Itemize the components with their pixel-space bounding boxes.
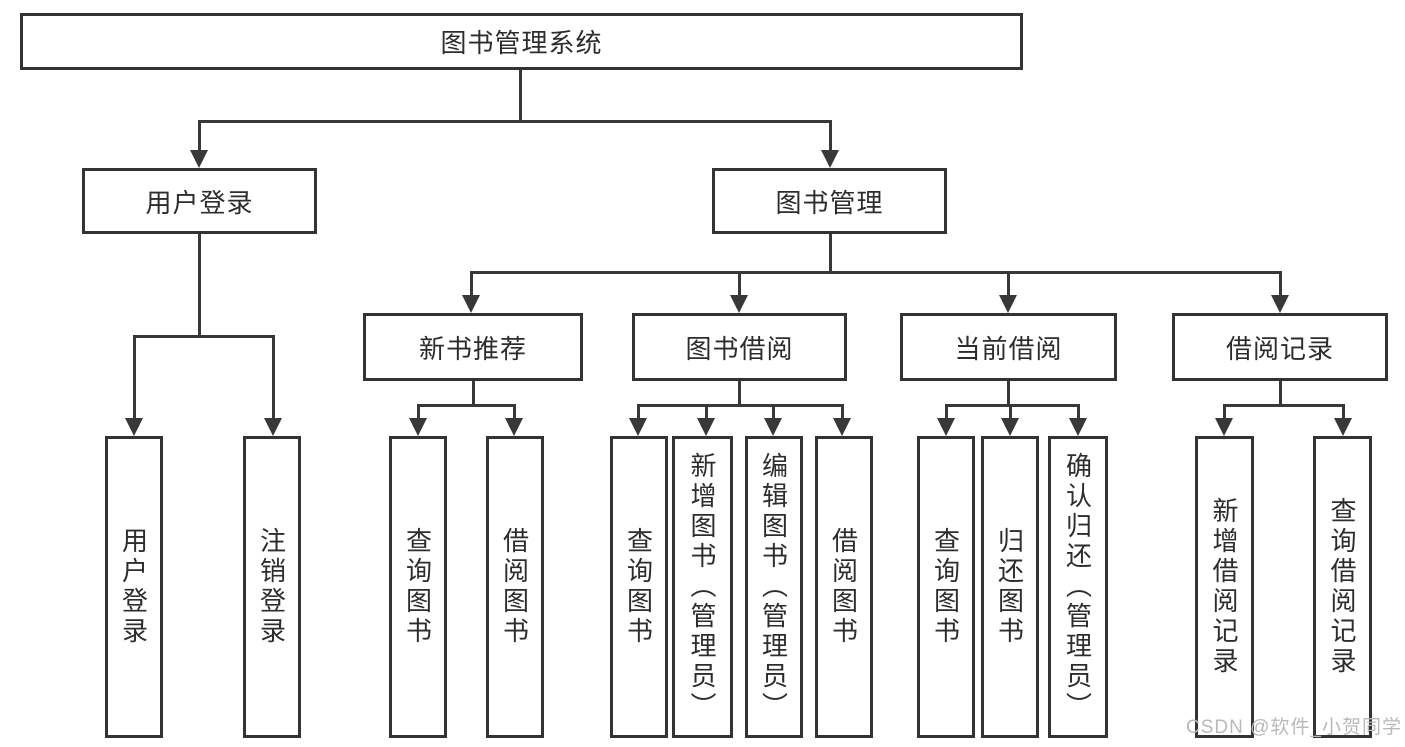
connector-bar [637, 404, 843, 407]
arrow-down-icon [1215, 418, 1233, 436]
node-label: 查询图书 [402, 527, 433, 647]
leaf-add-borrow-record: 新增借阅记录 [1195, 436, 1254, 738]
connector-root-stem [519, 69, 522, 122]
leaf-query-books-borrowing: 查询图书 [610, 436, 668, 738]
connector-stem [417, 404, 420, 422]
node-current-borrowing: 当前借阅 [900, 313, 1117, 381]
leaf-confirm-return-admin: 确认归还（管理员） [1048, 436, 1108, 738]
arrow-down-icon [764, 418, 782, 436]
node-book-management: 图书管理 [712, 168, 947, 234]
node-label: 注销登录 [256, 527, 287, 647]
connector-stem [1009, 404, 1012, 422]
node-label: 图书借阅 [685, 333, 794, 364]
node-label: 查询图书 [623, 527, 654, 647]
arrow-down-icon [629, 418, 647, 436]
node-label: 查询图书 [930, 527, 961, 647]
arrow-down-icon [1001, 418, 1019, 436]
node-label: 新增借阅记录 [1209, 497, 1239, 677]
connector-stem [198, 120, 201, 154]
leaf-return-books: 归还图书 [981, 436, 1039, 738]
connector-stem [945, 404, 948, 422]
connector-stem [738, 271, 741, 299]
node-label: 借阅图书 [828, 527, 859, 647]
node-label: 用户登录 [145, 187, 254, 218]
connector-stem [829, 120, 832, 154]
arrow-down-icon [190, 150, 208, 168]
arrow-down-icon [821, 150, 839, 168]
arrow-down-icon [697, 418, 715, 436]
leaf-logout: 注销登录 [243, 436, 301, 738]
connector-stem [1007, 381, 1010, 406]
connector-stem [513, 404, 516, 422]
node-book-borrowing: 图书借阅 [632, 313, 847, 381]
node-new-book-recommend: 新书推荐 [363, 313, 583, 381]
arrow-down-icon [264, 418, 282, 436]
connector-stem [133, 335, 136, 422]
node-label: 确认归还（管理员） [1062, 452, 1093, 722]
arrow-down-icon [462, 295, 480, 313]
arrow-down-icon [125, 418, 143, 436]
csdn-watermark: CSDN @软件_小贺同学 [1186, 717, 1402, 738]
connector-stem [272, 335, 275, 422]
leaf-query-borrow-record: 查询借阅记录 [1313, 436, 1372, 738]
arrow-down-icon [409, 418, 427, 436]
connector-stem [1279, 381, 1282, 406]
node-user-login: 用户登录 [82, 168, 317, 234]
connector-root-bar [198, 120, 832, 123]
connector-stem [772, 404, 775, 422]
node-label: 图书管理 [775, 187, 884, 218]
node-root-library-system: 图书管理系统 [20, 13, 1023, 70]
node-label: 新增图书（管理员） [687, 452, 717, 722]
node-label: 图书管理系统 [440, 28, 603, 58]
node-label: 借阅记录 [1225, 333, 1334, 364]
connector-stem [829, 234, 832, 273]
node-label: 查询借阅记录 [1327, 497, 1357, 677]
leaf-edit-books-admin: 编辑图书（管理员） [745, 436, 803, 738]
node-borrow-records: 借阅记录 [1172, 313, 1388, 381]
connector-bar [418, 404, 516, 407]
leaf-borrow-books-recommend: 借阅图书 [486, 436, 544, 738]
leaf-borrow-books-borrowing: 借阅图书 [815, 436, 873, 738]
connector-stem [472, 381, 475, 406]
leaf-query-books-current: 查询图书 [917, 436, 975, 738]
connector-bar [946, 404, 1079, 407]
connector-stem [1279, 271, 1282, 299]
arrow-down-icon [833, 418, 851, 436]
connector-stem [1077, 404, 1080, 422]
arrow-down-icon [730, 295, 748, 313]
node-label: 用户登录 [118, 527, 149, 647]
node-label: 新书推荐 [418, 333, 527, 364]
connector-stem [1223, 404, 1226, 422]
connector-stem [470, 271, 473, 299]
connector-stem [637, 404, 640, 422]
connector-stem [738, 381, 741, 406]
node-label: 借阅图书 [499, 527, 530, 647]
connector-stem [705, 404, 708, 422]
node-label: 当前借阅 [954, 333, 1063, 364]
arrow-down-icon [937, 418, 955, 436]
connector-bar [470, 271, 1281, 274]
leaf-add-books-admin: 新增图书（管理员） [672, 436, 733, 738]
arrow-down-icon [1069, 418, 1087, 436]
connector-bar [1224, 404, 1344, 407]
node-label: 归还图书 [994, 527, 1025, 647]
arrow-down-icon [1271, 295, 1289, 313]
connector-stem [1007, 271, 1010, 299]
connector-bar [134, 335, 275, 338]
connector-stem [1342, 404, 1345, 422]
arrow-down-icon [505, 418, 523, 436]
arrow-down-icon [999, 295, 1017, 313]
arrow-down-icon [1334, 418, 1352, 436]
leaf-user-login: 用户登录 [105, 436, 163, 738]
connector-stem [841, 404, 844, 422]
connector-stem [198, 234, 201, 337]
node-label: 编辑图书（管理员） [758, 452, 789, 722]
leaf-query-books-recommend: 查询图书 [389, 436, 447, 738]
